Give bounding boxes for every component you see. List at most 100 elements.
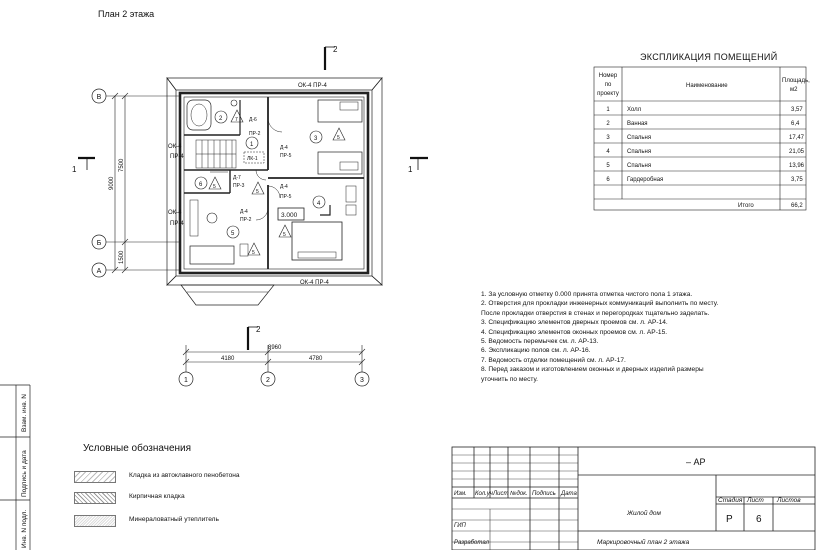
- door-label: Д-7: [233, 175, 241, 181]
- legend-title: Условные обозначения: [83, 443, 192, 454]
- stamp-col: Лист: [492, 491, 508, 497]
- roof-overhang-bottom: [166, 275, 383, 286]
- level-mark: 3.000: [281, 212, 298, 219]
- row-name: Гардеробная: [627, 177, 663, 183]
- axis-row-label: Б: [97, 240, 102, 247]
- legend-swatch-mineral-wool: [74, 515, 116, 527]
- legend-label: Минераловатный утеплитель: [129, 516, 219, 523]
- door-label: Д-4: [280, 145, 288, 151]
- plan-title: План 2 этажа: [98, 9, 155, 19]
- row-area: 3,57: [791, 107, 803, 113]
- section-label: 2: [333, 45, 338, 54]
- row-name: Спальня: [627, 135, 651, 141]
- explication-table: [593, 66, 807, 211]
- note-line: уточнить по месту.: [481, 375, 538, 383]
- row-num: 2: [606, 121, 610, 127]
- triangle-mark: 7: [235, 117, 238, 123]
- note-line: 3. Спецификацию элементов дверных проемо…: [481, 319, 668, 327]
- door-label: Д-4: [240, 209, 248, 215]
- legend-label: Кирпичная кладка: [129, 493, 185, 500]
- row-num: 1: [606, 107, 610, 113]
- stamp-col: Кол.уч: [475, 491, 493, 497]
- row-num: 4: [606, 149, 610, 155]
- dim-overall: 8960: [268, 345, 282, 351]
- dim-vertical-total: 9000: [109, 176, 115, 190]
- section-marks: [78, 46, 428, 350]
- row-area: 3,75: [791, 177, 803, 183]
- window-label-bottom: ОК-4 ПР-4: [300, 280, 329, 286]
- legend-swatch-aerated-concrete: [74, 471, 116, 483]
- stamp-gip: ГИП: [454, 523, 467, 529]
- stamp-col: Подпись: [532, 491, 556, 497]
- dim-vertical-bottom: 1500: [119, 250, 125, 264]
- total-value: 66,2: [791, 203, 803, 209]
- floor-plan: [166, 76, 383, 306]
- row-num: 6: [606, 177, 610, 183]
- axis-row-label: А: [97, 268, 102, 275]
- window-label-left1b: ПР-4: [170, 154, 184, 160]
- triangle-mark: 5: [213, 184, 216, 190]
- stairs: [195, 139, 237, 169]
- axis-col-label: 2: [266, 377, 270, 384]
- room-number: 6: [199, 182, 203, 188]
- row-name: Спальня: [627, 163, 651, 169]
- general-notes: 1. За условную отметку 0.000 принята отм…: [481, 290, 781, 384]
- legend-swatch-brick: [74, 492, 116, 504]
- section-label: 2: [256, 325, 261, 334]
- row-area: 17,47: [789, 135, 805, 141]
- note-line: 4. Спецификацию элементов оконных проемо…: [481, 328, 668, 336]
- roof-overhang-top: [166, 77, 383, 91]
- window-label-left2: ОК-4: [168, 210, 182, 216]
- header-area-1: Площадь,: [782, 78, 810, 84]
- stamp-stage-label: Стадия: [718, 496, 743, 504]
- room-number: 4: [317, 201, 321, 207]
- door-label: Д-6: [249, 117, 257, 123]
- dim-left: 4180: [221, 356, 235, 362]
- dim-vertical-main: 7500: [119, 158, 125, 172]
- row-area: 6,4: [791, 121, 800, 127]
- header-num-1: Номер: [599, 73, 618, 79]
- stamp-code: – АР: [686, 457, 706, 467]
- note-line: 2. Отверстия для прокладки инженерных ко…: [481, 300, 719, 308]
- stamp-sheet-title: Маркировочный план 2 этажа: [597, 538, 690, 546]
- room-number: 1: [250, 142, 254, 148]
- row-name: Холл: [627, 107, 642, 113]
- bed-room4: [291, 221, 343, 261]
- door-label: ЛК-1: [247, 156, 258, 162]
- room-number: 3: [314, 136, 318, 142]
- stamp-object: Жилой дом: [626, 509, 661, 517]
- triangle-mark: 5: [252, 250, 255, 256]
- total-label: Итого: [738, 203, 754, 209]
- roof-overhang-left: [166, 76, 177, 286]
- row-area: 21,05: [789, 149, 805, 155]
- axis-col-label: 3: [360, 377, 364, 384]
- door-label: ПР-2: [240, 217, 252, 223]
- note-line: 1. За условную отметку 0.000 принята отм…: [481, 291, 693, 298]
- header-num-2: по: [605, 82, 612, 88]
- row-name: Спальня: [627, 149, 651, 155]
- row-num: 3: [606, 135, 610, 141]
- door-label: ПР-2: [249, 131, 261, 137]
- window-label-left2b: ПР-4: [170, 221, 184, 227]
- bed-room3b: [317, 151, 363, 175]
- triangle-mark: 5: [283, 232, 286, 238]
- stamp-sheets-label: Листов: [776, 497, 801, 504]
- bed-room3: [317, 99, 363, 123]
- dimension-lines: [106, 92, 366, 372]
- axis-row-label: В: [97, 94, 102, 101]
- axis-col-label: 1: [184, 377, 188, 384]
- row-area: 13,96: [789, 163, 805, 169]
- side-label-2: Подпись и дата: [21, 450, 28, 497]
- stamp-col: №док.: [510, 490, 528, 497]
- stamp-col: Дата: [560, 491, 577, 497]
- roof-overhang-right: [371, 77, 383, 286]
- row-name: Ванная: [627, 121, 648, 127]
- stamp-sheet: 6: [756, 514, 762, 525]
- side-label-3: Инв. N подл.: [21, 510, 28, 548]
- dim-right: 4780: [309, 356, 323, 362]
- note-line: 5. Ведомость перемычек см. л. АР-13.: [481, 338, 599, 346]
- door-label: Д-4: [280, 184, 288, 190]
- section-label: 1: [72, 165, 77, 174]
- row-num: 5: [606, 163, 610, 169]
- note-line: После прокладки отверстия в стенах и пер…: [481, 309, 710, 317]
